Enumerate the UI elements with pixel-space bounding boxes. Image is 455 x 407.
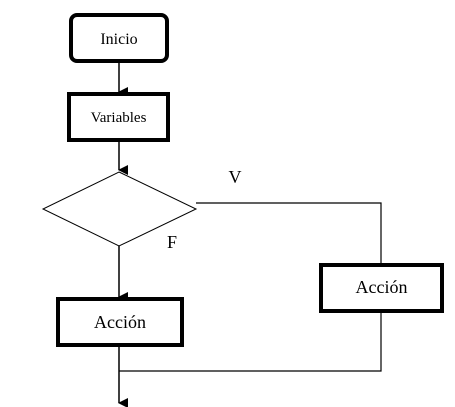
action-true-node-label: Acción [356,277,408,297]
action-false-node: Acción [56,297,184,347]
action-false-node-label: Acción [94,312,146,332]
variables-node-label: Variables [91,110,147,126]
true-branch-connector [196,202,382,263]
action-true-node-box [319,263,444,313]
merge-connector [119,312,382,372]
action-true-node: Acción [319,263,444,313]
start-node-box [69,13,169,63]
start-node: Inicio [69,13,169,63]
variables-node: Variables [67,92,170,142]
action-false-node-box [56,297,184,347]
start-node-label: Inicio [100,31,137,48]
variables-node-box [67,92,170,142]
true-branch-label: V [229,167,242,187]
false-branch-label: F [167,232,177,252]
